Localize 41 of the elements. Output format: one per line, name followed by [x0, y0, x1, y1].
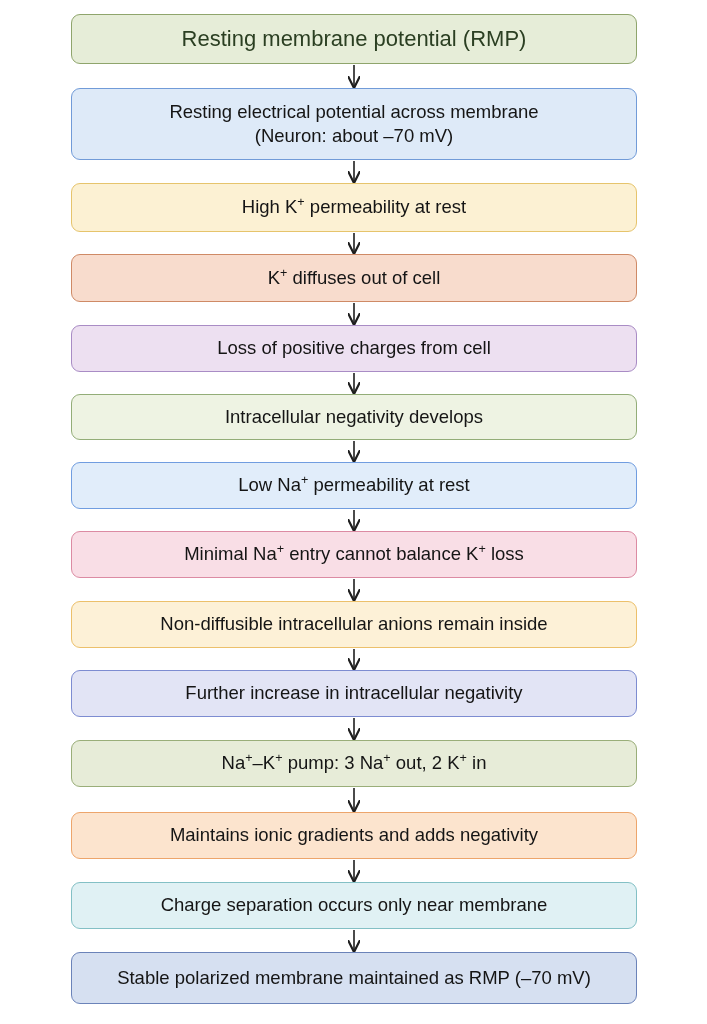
process-box [71, 740, 637, 787]
step-text: Charge separation occurs only near membrane [159, 893, 549, 918]
arrow [346, 929, 362, 954]
process-box [71, 531, 637, 578]
arrow [346, 160, 362, 185]
step-text: Resting electrical potential across membrane (Neuron: about –70 mV) [168, 99, 540, 148]
process-box [71, 183, 637, 232]
process-box [71, 670, 637, 717]
arrow [346, 64, 362, 90]
arrow [346, 232, 362, 256]
process-box [71, 254, 637, 302]
arrow [346, 509, 362, 533]
step-text: Maintains ionic gradients and adds negativity [168, 823, 540, 848]
step-text: Loss of positive charges from cell [216, 336, 492, 361]
step-text: Intracellular negativity develops [223, 404, 485, 429]
step-text: K$^{+}$ diffuses out of cell [266, 265, 442, 290]
arrow [346, 440, 362, 464]
arrow [346, 372, 362, 396]
process-box [71, 325, 637, 372]
arrow [346, 859, 362, 884]
arrow [346, 648, 362, 672]
title-box [71, 14, 637, 64]
step-text: Further increase in intracellular negativity [184, 681, 524, 706]
arrow [346, 578, 362, 603]
process-box [71, 882, 637, 929]
step-text: Low Na$^{+}$ permeability at rest [237, 473, 471, 498]
step-text: Non-diffusible intracellular anions remain inside [159, 612, 549, 637]
process-box [71, 88, 637, 160]
title-text: Resting membrane potential (RMP) [180, 24, 528, 53]
process-box [71, 601, 637, 648]
arrow [346, 717, 362, 742]
process-box [71, 462, 637, 509]
arrow [346, 787, 362, 814]
process-box [71, 952, 637, 1004]
step-text: High K$^{+}$ permeability at rest [240, 195, 468, 220]
process-box [71, 812, 637, 859]
step-text: Minimal Na$^{+}$ entry cannot balance K$^{+}$ loss [183, 542, 525, 567]
process-box [71, 394, 637, 440]
step-text: Stable polarized membrane maintained as RMP (–70 mV) [116, 965, 592, 990]
step-text: Na$^{+}$–K$^{+}$ pump: 3 Na$^{+}$ out, 2 K$^{+}$ in [220, 751, 488, 776]
arrow [346, 302, 362, 327]
